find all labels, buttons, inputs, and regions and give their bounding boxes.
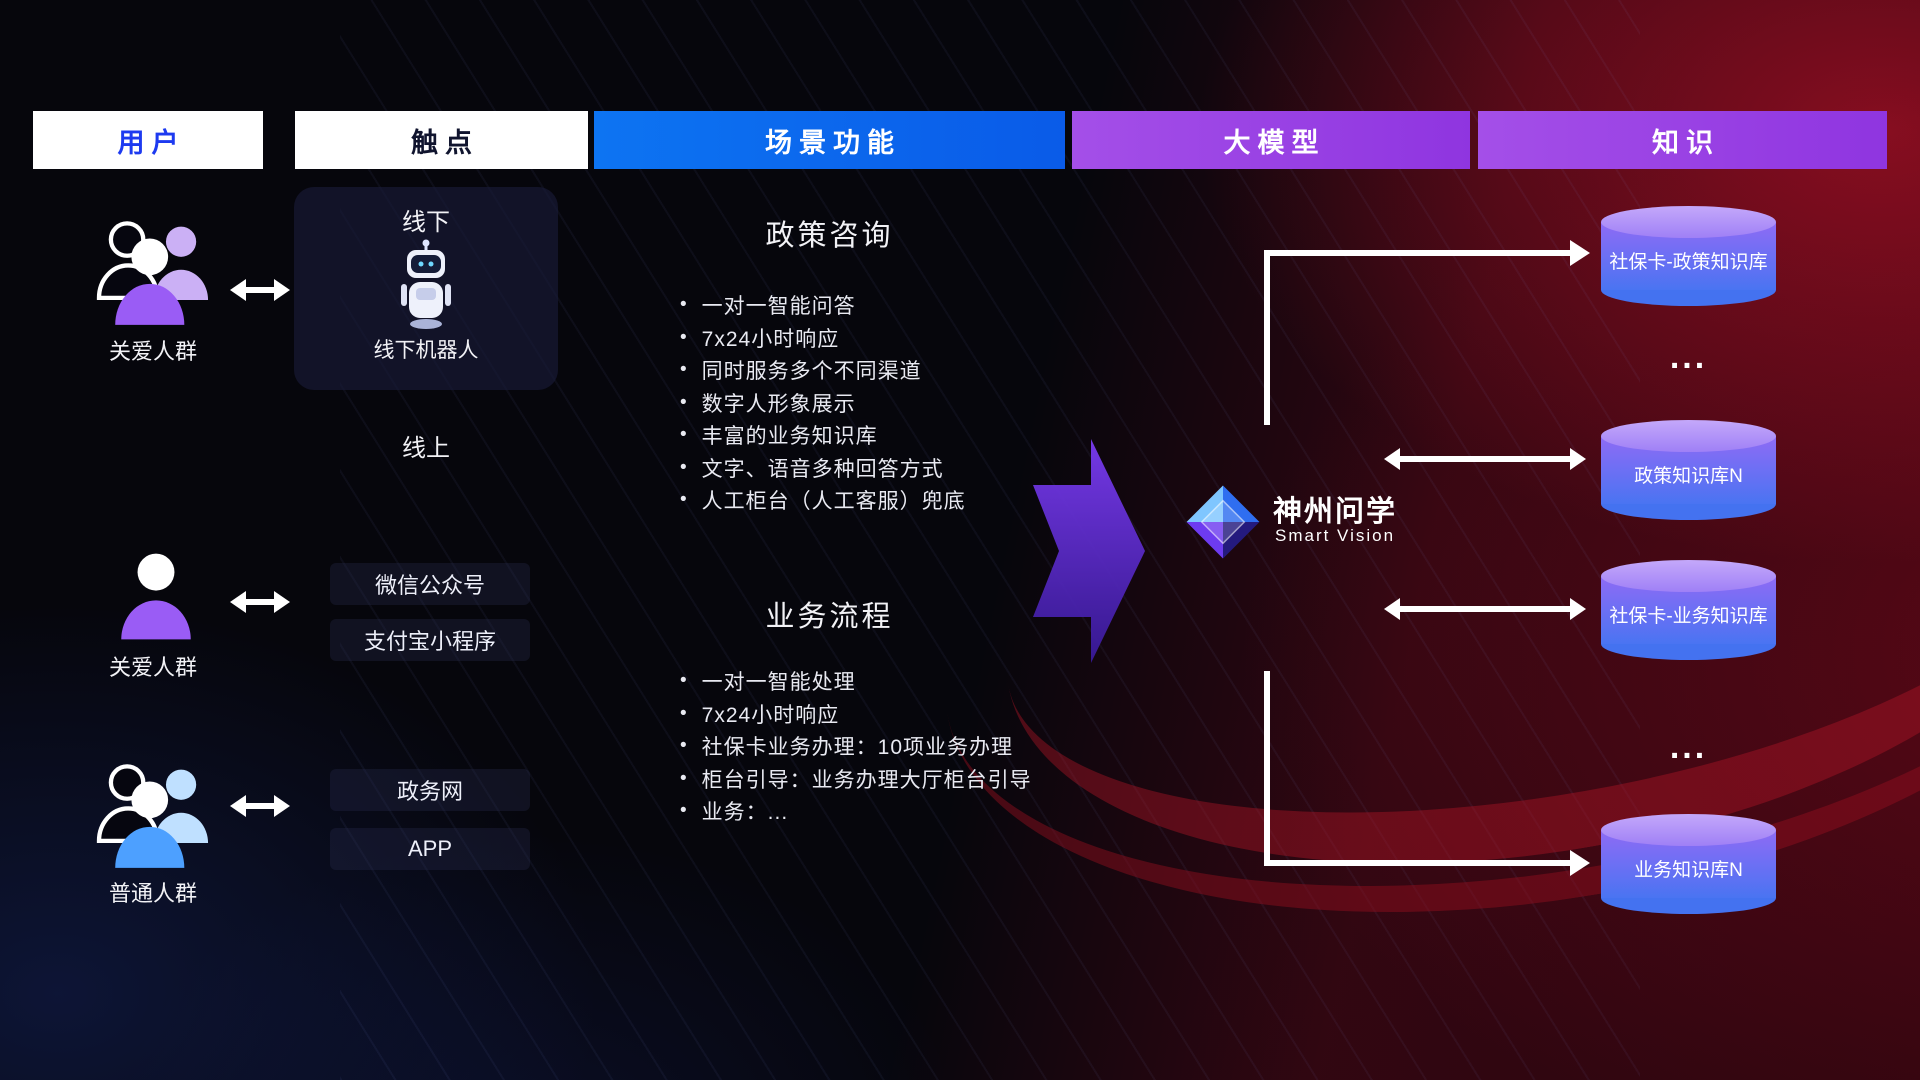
cylinder-top	[1601, 420, 1776, 452]
policy-bullet-item: 文字、语音多种回答方式	[680, 452, 966, 485]
kb-cylinder-social-policy: 社保卡-政策知识库	[1601, 206, 1776, 306]
user-single-purple-icon	[121, 553, 191, 640]
double-arrow-user2-touchpoint	[230, 591, 290, 613]
touchpoint-app: APP	[330, 828, 530, 870]
online-title: 线上	[402, 435, 450, 462]
user-group-blue-icon	[96, 764, 209, 868]
column-header-touchpoint: 触点	[295, 111, 588, 169]
business-bullet-list: 一对一智能处理 7x24小时响应 社保卡业务办理：10项业务办理 柜台引导：业务…	[680, 665, 1032, 828]
double-arrow-user3-touchpoint	[230, 795, 290, 817]
elbow-arrow-bottom-horizontal	[1264, 860, 1570, 866]
user-group2-label: 关爱人群	[108, 655, 197, 680]
kb-label-policy-n: 政策知识库N	[1634, 466, 1743, 488]
policy-bullet-item: 人工柜台（人工客服）兜底	[680, 484, 966, 517]
column-header-scene-functions: 场景功能	[594, 111, 1065, 169]
elbow-arrow-top-vertical	[1264, 253, 1270, 425]
kb-cylinder-policy-n: 政策知识库N	[1601, 420, 1776, 520]
double-arrow-business-kb	[1384, 598, 1586, 620]
touchpoint-wechat: 微信公众号	[330, 563, 530, 605]
policy-bullet-item: 数字人形象展示	[680, 387, 966, 420]
elbow-arrow-top-horizontal	[1264, 250, 1570, 256]
policy-bullet-item: 同时服务多个不同渠道	[680, 354, 966, 387]
cylinder-top	[1601, 560, 1776, 592]
cylinder-top	[1601, 814, 1776, 846]
robot-icon	[401, 239, 451, 329]
business-bullet-item: 一对一智能处理	[680, 665, 1032, 698]
knowledge-ellipsis-bottom: ...	[1669, 728, 1708, 766]
offline-robot-label: 线下机器人	[373, 339, 479, 362]
double-arrow-user1-touchpoint	[230, 279, 290, 301]
model-subtitle: Smart Vision	[1275, 526, 1396, 545]
smart-vision-logo-icon	[1186, 485, 1260, 559]
model-name: 神州问学	[1273, 496, 1398, 528]
business-bullet-item: 柜台引导：业务办理大厅柜台引导	[680, 763, 1032, 796]
kb-label-business-n: 业务知识库N	[1634, 860, 1743, 882]
offline-title: 线下	[402, 209, 450, 236]
elbow-arrow-top-head	[1570, 240, 1590, 266]
cylinder-top	[1601, 206, 1776, 238]
kb-label-social-business: 社保卡-业务知识库	[1609, 606, 1768, 628]
policy-bullet-item: 7x24小时响应	[680, 322, 966, 355]
kb-cylinder-business-n: 业务知识库N	[1601, 814, 1776, 914]
policy-bullet-list: 一对一智能问答 7x24小时响应 同时服务多个不同渠道 数字人形象展示 丰富的业…	[680, 289, 966, 517]
business-bullet-item: 7x24小时响应	[680, 698, 1032, 731]
policy-bullet-item: 丰富的业务知识库	[680, 419, 966, 452]
kb-label-social-policy: 社保卡-政策知识库	[1609, 252, 1768, 274]
elbow-arrow-bottom-head	[1570, 850, 1590, 876]
knowledge-ellipsis-top: ...	[1669, 338, 1708, 376]
business-bullet-item: 业务：...	[680, 795, 1032, 828]
big-purple-arrow	[1033, 439, 1145, 663]
column-header-user: 用户	[33, 111, 263, 169]
column-header-knowledge: 知识	[1478, 111, 1887, 169]
column-header-large-model: 大模型	[1072, 111, 1470, 169]
background-diagonal-streaks	[340, 0, 1640, 1080]
business-process-title: 业务流程	[765, 601, 894, 633]
kb-cylinder-social-business: 社保卡-业务知识库	[1601, 560, 1776, 660]
user-group3-label: 普通人群	[108, 881, 197, 906]
touchpoint-alipay: 支付宝小程序	[330, 619, 530, 661]
double-arrow-policy-kb	[1384, 448, 1586, 470]
user-group1-label: 关爱人群	[108, 339, 197, 364]
policy-consult-title: 政策咨询	[765, 220, 894, 252]
touchpoint-gov-web: 政务网	[330, 769, 530, 811]
policy-bullet-item: 一对一智能问答	[680, 289, 966, 322]
user-group-purple-icon	[96, 221, 209, 325]
elbow-arrow-bottom-vertical	[1264, 671, 1270, 866]
business-bullet-item: 社保卡业务办理：10项业务办理	[680, 730, 1032, 763]
